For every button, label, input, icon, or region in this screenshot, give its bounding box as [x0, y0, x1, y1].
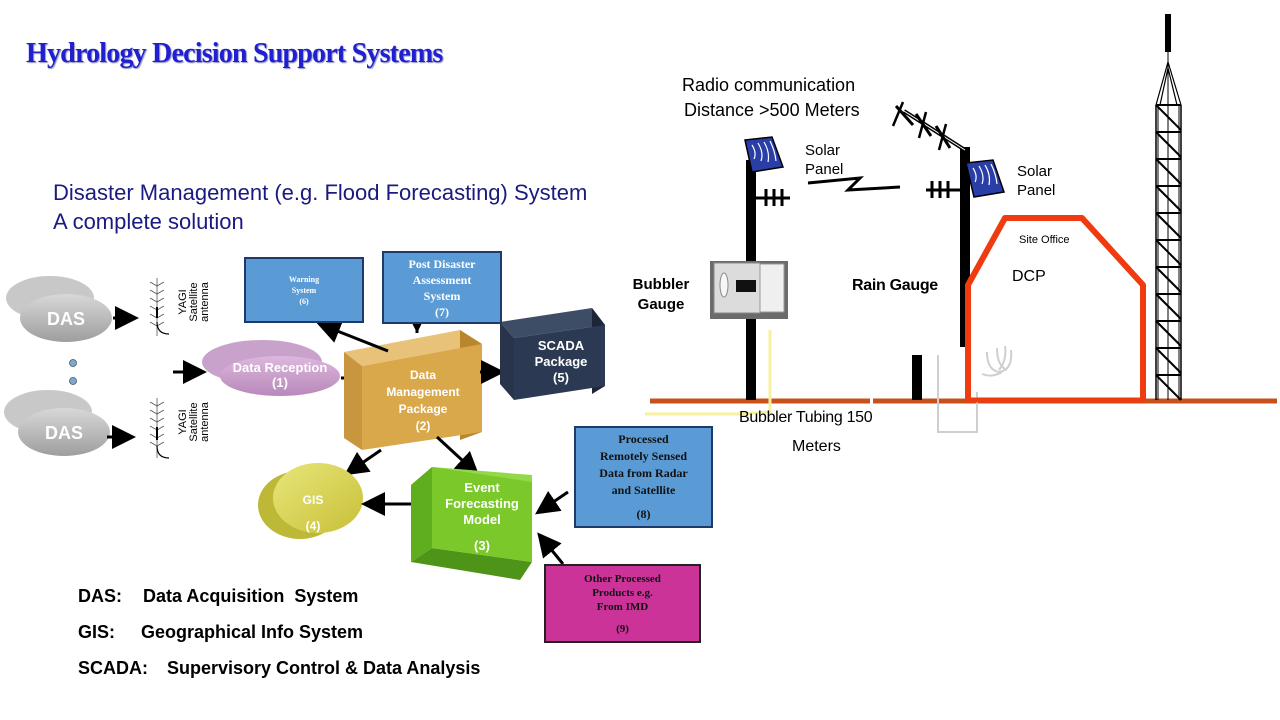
data-management-node: [344, 330, 482, 450]
antenna-label-top: YAGI Satellite antenna: [177, 282, 211, 322]
slide-title: Hydrology Decision Support Systems: [26, 38, 443, 69]
tower-brace: [1155, 185, 1182, 212]
subtitle-line-2: A complete solution: [53, 209, 244, 234]
das-label-top: DAS: [47, 309, 85, 329]
dcp-label: DCP: [1012, 268, 1046, 285]
tower-brace: [1155, 320, 1182, 347]
data-reception-node: [202, 340, 340, 396]
site-office-label: Site Office: [1019, 234, 1070, 246]
bubbler-gauge-label: Bubbler Gauge: [632, 276, 690, 313]
legend-item-scada: SCADA:Supervisory Control & Data Analysi…: [78, 658, 481, 678]
radio-signal-icon: [807, 176, 901, 192]
other-products-box: Other Processed Products e.g. From IMD (…: [544, 564, 701, 643]
site-office-outline: [965, 215, 1146, 400]
bubbler-tubing-label: Bubbler Tubing 150: [739, 409, 873, 426]
arrow-dmp-to-warning: [316, 320, 389, 353]
post-disaster-box: Post Disaster Assessment System (7): [382, 251, 502, 324]
scada-node: [500, 308, 605, 400]
right-mast: [960, 147, 970, 347]
bubbler-tubing: [645, 330, 772, 416]
solar-panel-left-label: Solar Panel: [805, 142, 844, 178]
rain-gauge-label: Rain Gauge: [852, 277, 938, 294]
tower-brace: [1155, 104, 1182, 131]
ellipsis-dot: [69, 377, 77, 385]
arrow-dmp-to-gis: [344, 448, 382, 476]
das-label-bottom: DAS: [45, 423, 83, 443]
event-forecasting-label: Event Forecasting Model (3): [445, 480, 519, 553]
tower-brace: [1155, 131, 1182, 158]
solar-panel-left-icon: [744, 136, 785, 173]
slide-subtitle: Disaster Management (e.g. Flood Forecast…: [53, 178, 587, 236]
tower-brace: [1155, 347, 1182, 374]
rain-gauge-post: [912, 355, 922, 400]
yagi-antenna-icon: [149, 398, 170, 459]
yagi-antenna-left-icon: [756, 189, 790, 206]
das-node-bottom: [4, 390, 110, 456]
ellipsis-dot: [69, 359, 77, 367]
radio-link-antenna-icon: [891, 101, 967, 152]
tower-brace: [1155, 239, 1182, 266]
arrow-other-to-forecast: [537, 532, 565, 565]
arrow-dmp-to-forecast: [435, 435, 480, 477]
lattice-tower-icon: [1155, 14, 1182, 401]
data-reception-label: Data Reception (1): [232, 360, 328, 390]
solar-panel-right-icon: [965, 159, 1005, 198]
tower-brace: [1155, 293, 1182, 320]
tower-brace: [1155, 158, 1182, 185]
solar-panel-right-label: Solar Panel: [1017, 163, 1056, 199]
legend-item-das: DAS:Data Acquisition System: [78, 586, 359, 606]
scada-label: SCADA Package (5): [534, 338, 588, 385]
bubbler-gauge-device-icon: [710, 261, 788, 319]
legend-item-gis: GIS:Geographical Info System: [78, 622, 364, 642]
rain-gauge-icon: [937, 345, 1013, 433]
arrow-remote-to-forecast: [535, 490, 569, 515]
tower-brace: [1155, 374, 1182, 401]
tower-brace: [1155, 266, 1182, 293]
gis-node: [258, 463, 363, 539]
subtitle-line-1: Disaster Management (e.g. Flood Forecast…: [53, 180, 588, 205]
event-forecasting-node: [411, 467, 532, 580]
warning-system-box: Warning System (6): [244, 257, 364, 323]
antenna-label-bottom: YAGI Satellite antenna: [177, 402, 211, 442]
remote-sensed-data-box: Processed Remotely Sensed Data from Rada…: [574, 426, 713, 528]
gis-label: GIS (4): [302, 493, 324, 533]
radio-communication-label: Radio communication Distance >500 Meters: [682, 75, 860, 120]
data-management-label: Data Management Package (2): [386, 368, 460, 433]
bubbler-tubing-meters-label: Meters: [792, 438, 841, 455]
das-node-top: [6, 276, 112, 342]
yagi-antenna-icon: [149, 278, 170, 336]
yagi-antenna-right-icon: [926, 181, 960, 198]
tower-brace: [1155, 212, 1182, 239]
